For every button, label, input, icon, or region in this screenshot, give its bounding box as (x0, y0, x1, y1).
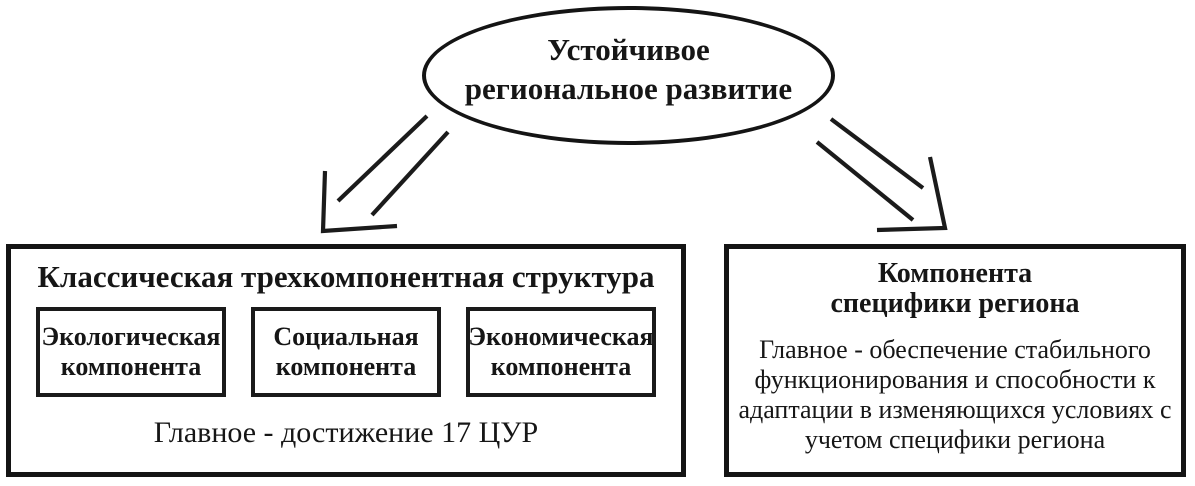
classic-structure-title: Классическая трехкомпонентная структура (37, 259, 655, 294)
root-node-label-line2: региональное развитие (464, 70, 793, 106)
root-node-ellipse: Устойчивое региональное развитие (422, 6, 835, 145)
component-economic-line1: Экономическая (468, 322, 654, 351)
classic-structure-note: Главное - достижение 17 ЦУР (153, 416, 539, 449)
arrow-down-right (815, 117, 948, 233)
root-node-label-line1: Устойчивое (547, 31, 710, 67)
arrow-down-left (320, 114, 450, 234)
component-box-social: Социальная компонента (251, 307, 441, 397)
component-ecological-line2: компонента (60, 352, 202, 381)
region-specificity-title-line1: Компонента (877, 258, 1033, 289)
component-economic-line2: компонента (490, 352, 632, 381)
component-ecological-line1: Экологическая (41, 322, 221, 351)
classic-structure-box: Классическая трехкомпонентная структура … (6, 244, 686, 477)
region-specificity-note: Главное - обеспечение стабильного функци… (738, 335, 1172, 454)
components-row: Экологическая компонента Социальная комп… (11, 307, 681, 397)
region-specificity-title: Компонента специфики региона (729, 249, 1181, 319)
component-box-ecological: Экологическая компонента (36, 307, 226, 397)
component-social-line2: компонента (275, 352, 417, 381)
component-box-economic: Экономическая компонента (466, 307, 656, 397)
component-social-line1: Социальная (273, 322, 419, 351)
region-specificity-box: Компонента специфики региона Главное - о… (724, 244, 1186, 477)
region-specificity-title-line2: специфики региона (830, 288, 1080, 319)
